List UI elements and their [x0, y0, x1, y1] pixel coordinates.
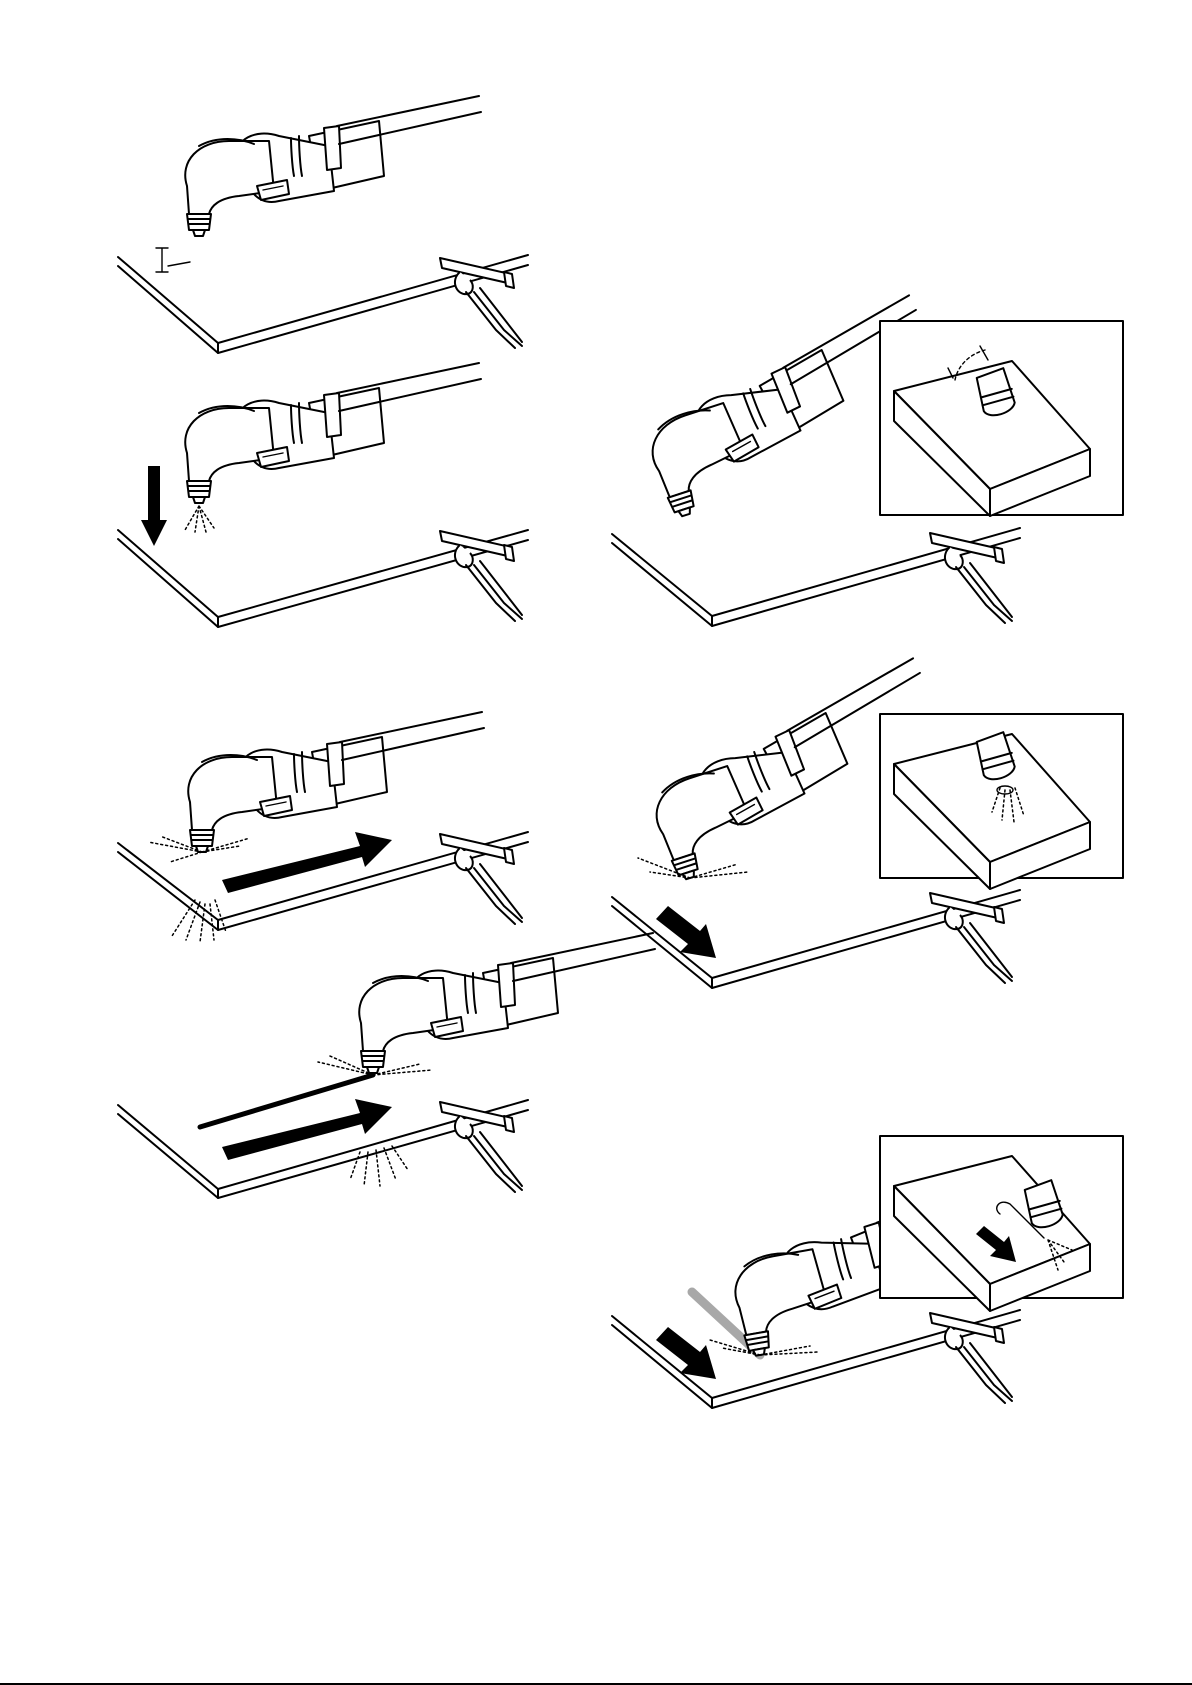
- step-hold-standoff: [118, 96, 528, 353]
- direction-arrow-icon: [141, 466, 167, 546]
- step-pierce-upright: [612, 658, 1123, 988]
- plasma-torch-icon: [185, 96, 481, 236]
- plasma-torch-icon: [188, 712, 484, 852]
- drag-inset: [880, 1136, 1123, 1311]
- step-pierce-angle: [612, 295, 1123, 626]
- pierce-inset: [880, 714, 1123, 889]
- direction-arrow-icon: [222, 832, 392, 893]
- step-continue-cut: [118, 933, 655, 1198]
- spark-spray-icon: [185, 506, 214, 532]
- step-press-trigger: [118, 363, 528, 627]
- angled-torch-inset: [880, 321, 1123, 516]
- step-drag-cut: [612, 1136, 1123, 1408]
- direction-arrow-icon: [656, 1327, 716, 1379]
- ground-clamp-icon: [930, 533, 1012, 623]
- direction-arrow-icon: [222, 1099, 392, 1160]
- plasma-torch-icon: [185, 363, 481, 503]
- plasma-torch-icon: [359, 933, 655, 1073]
- step-start-cut-at-edge: [118, 712, 528, 942]
